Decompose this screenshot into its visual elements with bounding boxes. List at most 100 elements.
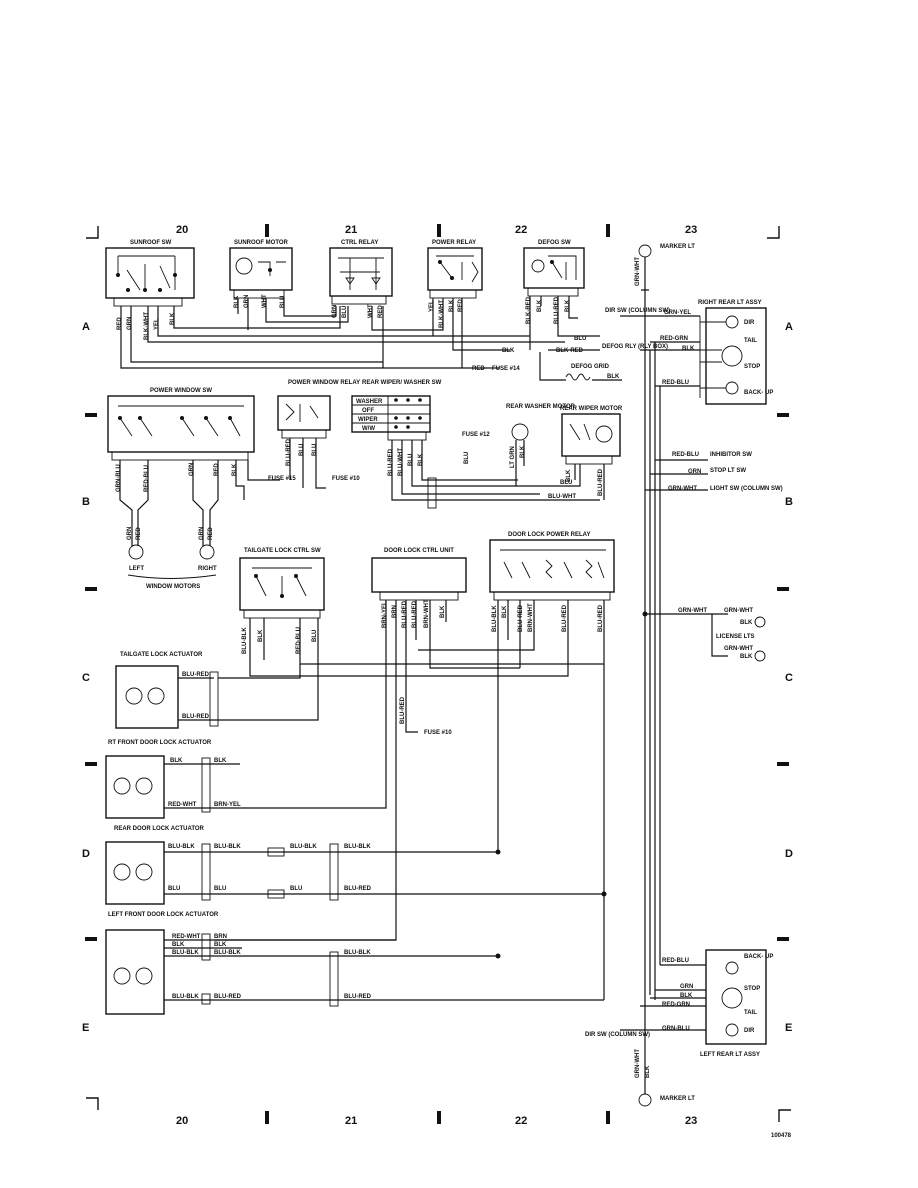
w-red-blu-pw: RED-BLU [144, 465, 150, 492]
w-blu-ws: BLU [408, 454, 414, 466]
rr-dir: DIR [744, 320, 755, 326]
fuse-15: FUSE #15 [268, 476, 296, 482]
w-grn-wht-light: GRN-WHT [668, 486, 697, 492]
tg-act-title: TAILGATE LOCK ACTUATOR [120, 652, 203, 658]
rtf-act-title: RT FRONT DOOR LOCK ACTUATOR [108, 740, 212, 746]
w-blu-wht-ws: BLU-WHT [398, 448, 404, 476]
w-red-blu-rr: RED-BLU [662, 380, 689, 386]
w-yel4: YEL [429, 300, 435, 312]
row-label-a: A [82, 321, 90, 333]
w-blu-red-cu: BLU-RED [402, 600, 408, 628]
w-wht: WHT [262, 294, 268, 308]
defog-rly-label: DEFOG RLY (RLY BOX) [602, 344, 668, 350]
col-label-21: 21 [345, 224, 357, 236]
ws-ww: W/W [362, 426, 375, 432]
w-grn-wht-lic: GRN-WHT [678, 608, 707, 614]
defog-sw-title: DEFOG SW [538, 240, 571, 246]
row-label-c-right: C [785, 672, 793, 684]
w-yel: YEL [154, 318, 160, 330]
w-grn2: GRN [244, 295, 250, 308]
w-wht3: WHT [368, 304, 374, 318]
w-red-grn: RED-GRN [660, 336, 688, 342]
w-blk-wht4: BLK-WHT [439, 300, 445, 328]
w-red: RED [117, 317, 123, 330]
dir-sw-top: DIR SW (COLUMN SW) [605, 308, 670, 314]
marker-top-wire: GRN-WHT [635, 257, 641, 286]
tailgate-lock-ctrl-switch: TAILGATE LOCK CTRL SW BLU-BLK BLK RED-BL… [214, 548, 605, 721]
lf-act-title: LEFT FRONT DOOR LOCK ACTUATOR [108, 912, 219, 918]
w-blk-marker: BLK [645, 1065, 651, 1078]
col-label-22-bottom: 22 [515, 1115, 527, 1127]
defog-grid-label: DEFOG GRID [571, 364, 610, 370]
ctrl-relay: CTRL RELAY [329, 240, 393, 305]
w-blk-red5: BLK-RED [526, 296, 532, 324]
left-front-door-lock-actuator: LEFT FRONT DOOR LOCK ACTUATOR RED-WHT BL… [105, 912, 604, 1015]
w-blu-blk-rd4: BLU-BLK [344, 844, 371, 850]
w-blu-red-rd: BLU-RED [344, 886, 372, 892]
w-brn-lf: BRN [214, 934, 227, 940]
w-blu: BLU [280, 296, 286, 308]
row-label-d-right: D [785, 848, 793, 860]
w-grn-stop: GRN [688, 469, 701, 475]
row-label-e: E [82, 1022, 89, 1034]
w-blk5b: BLK [565, 299, 571, 312]
stop-lt-sw: STOP LT SW [710, 468, 746, 474]
lr-assy-title: LEFT REAR LT ASSY [700, 1052, 760, 1058]
w-red-blu-inh: RED-BLU [672, 452, 699, 458]
rr-stop: STOP [744, 364, 760, 370]
col-label-22: 22 [515, 224, 527, 236]
w-blk-lic2: BLK [740, 654, 753, 660]
w-blu-wht-wpm: BLU-WHT [548, 494, 576, 500]
row-label-d: D [82, 848, 90, 860]
w-blu-blk-tg: BLU-BLK [242, 627, 248, 654]
w-blk-ws: BLK [418, 453, 424, 466]
w-blu-rd2: BLU [214, 886, 226, 892]
marker-lt-bottom: MARKER LT [660, 1096, 695, 1102]
col-label-20-bottom: 20 [176, 1115, 188, 1127]
w-blu-red-cu2: BLU-RED [412, 600, 418, 628]
w-blk2: BLK [234, 295, 240, 308]
w-red4: RED [458, 299, 464, 312]
w-blu-blk-lf3: BLU-BLK [344, 950, 371, 956]
row-a-wiring: BLK RED FUSE #14 BLU BLK-RED DEFOG RLY (… [120, 296, 668, 381]
w-blu-red-fuse10: BLU-RED [400, 696, 406, 724]
w-grn: GRN [127, 317, 133, 330]
w-blk-grid: BLK [607, 374, 620, 380]
door-lock-ctrl-unit: DOOR LOCK CTRL UNIT BRN-YEL BRN BLU-RED … [214, 548, 520, 941]
w-grn-blu-pw: GRN-BLU [116, 464, 122, 492]
w-grn-wht-lic3: GRN-WHT [724, 646, 753, 652]
motor-right: RIGHT [198, 566, 217, 572]
row-label-e-right: E [785, 1022, 792, 1034]
light-sw: LIGHT SW (COLUMN SW) [710, 486, 783, 492]
inhibitor-sw: INHIBITOR SW [710, 452, 752, 458]
w-blu-red-tga: BLU-RED [182, 672, 210, 678]
w-blu-red5: BLU-RED [554, 296, 560, 324]
rear-wiper-washer-switch: REAR WIPER/ WASHER SW WASHER OFF WIPER W… [351, 380, 600, 509]
w-blk-wm: BLK [520, 445, 526, 458]
rr-assy-title: RIGHT REAR LT ASSY [698, 300, 762, 306]
w-blu-blk-lf: BLU-BLK [172, 950, 199, 956]
row-label-a-right: A [785, 321, 793, 333]
sunroof-sw-title: SUNROOF SW [130, 240, 172, 246]
w-blu-red-wpm: BLU-RED [598, 468, 604, 496]
pw-relay-title: POWER WINDOW RELAY [288, 380, 360, 386]
dlcu-title: DOOR LOCK CTRL UNIT [384, 548, 454, 554]
w-blu-blk-lf4: BLU-BLK [172, 994, 199, 1000]
w-brn-wht-cu: BRN-WHT [424, 599, 430, 628]
w-blu3: BLU [342, 306, 348, 318]
w-blu-red-dr: BLU-RED [518, 604, 524, 632]
w-blk4: BLK [449, 299, 455, 312]
w-grn-m1: GRN [127, 527, 133, 540]
w-blu-red-lf: BLU-RED [214, 994, 242, 1000]
row-label-b-right: B [785, 496, 793, 508]
col-label-21-bottom: 21 [345, 1115, 357, 1127]
rear-wiper-motor: REAR WIPER MOTOR BLK BLU-RED BLU BLU-WHT [520, 406, 623, 500]
ctrl-relay-title: CTRL RELAY [341, 240, 378, 246]
w-blu-red-dr3: BLU-RED [598, 604, 604, 632]
w-grn-pw: GRN [189, 463, 195, 476]
fuse-10a: FUSE #10 [332, 476, 360, 482]
w-blu-red-ws: BLU-RED [388, 448, 394, 476]
w-grn-wht-lic2: GRN-WHT [724, 608, 753, 614]
lr-tail: TAIL [744, 1010, 757, 1016]
fuse-12: FUSE #12 [462, 432, 490, 438]
